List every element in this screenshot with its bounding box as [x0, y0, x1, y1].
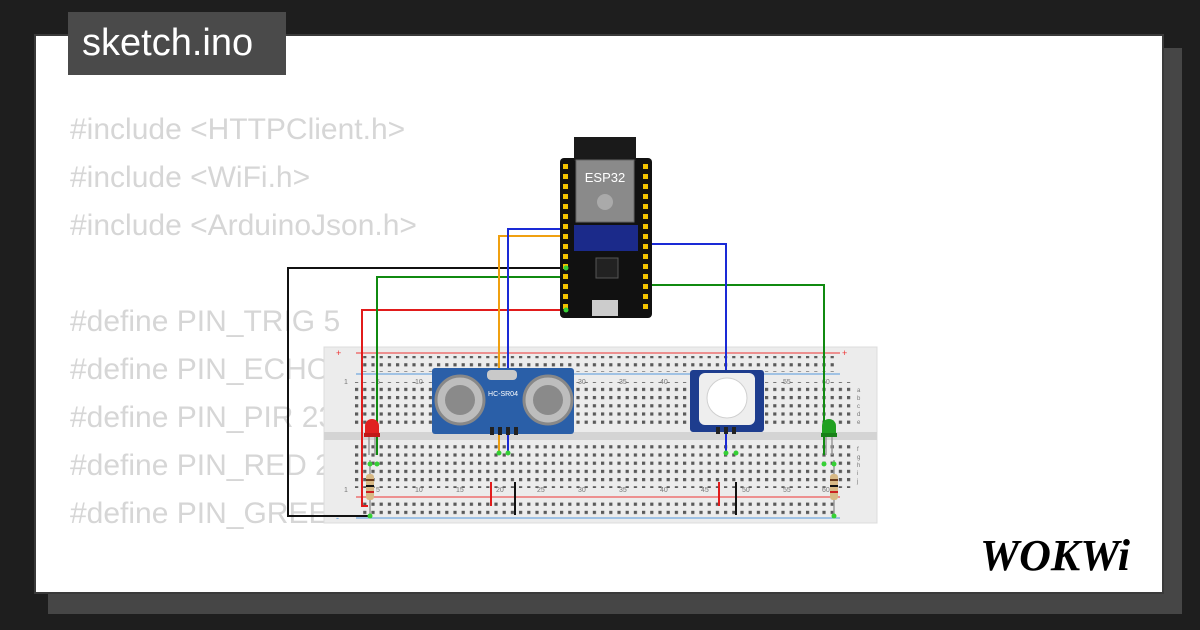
- wire-green-left[interactable]: [376, 276, 566, 455]
- wires: [287, 228, 825, 517]
- file-tab[interactable]: sketch.ino: [68, 12, 286, 75]
- column-number: 1: [344, 487, 348, 494]
- row-letter: h: [857, 463, 860, 469]
- row-letter: e: [857, 420, 861, 426]
- column-number: 15: [456, 487, 464, 494]
- usb-port-icon: [592, 300, 618, 316]
- row-letter: a: [857, 388, 861, 394]
- code-line: #include <HTTPClient.h>: [70, 113, 406, 146]
- row-letter: d: [857, 412, 860, 418]
- row-letter: f: [857, 447, 859, 453]
- column-number: 30: [578, 487, 586, 494]
- led-green[interactable]: [821, 419, 837, 455]
- column-number: 20: [496, 487, 504, 494]
- espressif-logo-icon: [597, 194, 613, 210]
- pir-sensor[interactable]: [690, 370, 764, 434]
- esp32-label: ESP32: [585, 170, 625, 185]
- column-number: 60: [822, 379, 830, 386]
- column-number: 55: [783, 487, 791, 494]
- wire-black[interactable]: [287, 267, 566, 517]
- row-letter: g: [857, 455, 860, 461]
- column-number: 10: [415, 487, 423, 494]
- ultrasonic-label: HC-SR04: [488, 391, 518, 398]
- connection-dots: [367, 265, 837, 519]
- column-number: 35: [619, 487, 627, 494]
- row-letter: c: [857, 404, 860, 410]
- column-number: 10: [415, 379, 423, 386]
- resistor-right[interactable]: [830, 460, 838, 516]
- column-number: 45: [701, 487, 709, 494]
- code-line: #define PIN_RED 22: [70, 449, 349, 482]
- esp32-board[interactable]: ESP32: [560, 137, 652, 318]
- row-letter: i: [857, 471, 858, 477]
- code-line: #include <WiFi.h>: [70, 161, 311, 194]
- column-number: 5: [376, 487, 380, 494]
- column-number: 55: [783, 379, 791, 386]
- column-number: 60: [822, 487, 830, 494]
- resistor-left[interactable]: [366, 460, 374, 516]
- column-number: 50: [742, 487, 750, 494]
- rail-minus-label: -: [336, 513, 339, 523]
- column-number: 40: [660, 379, 668, 386]
- code-line: #define PIN_TRIG 5: [70, 305, 341, 338]
- rail-plus-label: +: [842, 348, 847, 358]
- column-number: 40: [660, 487, 668, 494]
- wire-green-right[interactable]: [640, 284, 825, 455]
- column-number: 30: [578, 379, 586, 386]
- column-number: 1: [344, 379, 348, 386]
- column-number: 35: [619, 379, 627, 386]
- row-letter: b: [857, 396, 861, 402]
- ultrasonic-sensor[interactable]: HC-SR04: [432, 368, 574, 435]
- code-listing: #include <HTTPClient.h> #include <WiFi.h>…: [70, 106, 417, 592]
- wokwi-logo-icon: WOKWi: [980, 531, 1131, 580]
- column-number: 25: [537, 487, 545, 494]
- breadboard: + + - 1 5 10 15 20 25 30 35 40 45 50 55 …: [323, 346, 878, 524]
- row-letter: j: [856, 479, 858, 485]
- rail-plus-label: +: [336, 348, 341, 358]
- led-red[interactable]: [364, 419, 380, 455]
- brand-logo-text: WOKWi: [980, 531, 1131, 580]
- wire-red[interactable]: [361, 309, 566, 507]
- code-line: #include <ArduinoJson.h>: [70, 209, 417, 242]
